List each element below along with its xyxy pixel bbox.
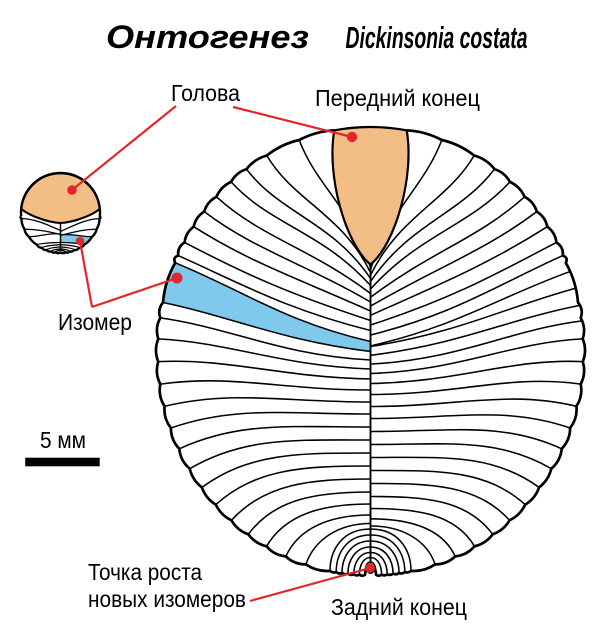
svg-text:Dickinsonia costata: Dickinsonia costata — [346, 20, 528, 55]
svg-text:5 мм: 5 мм — [40, 427, 86, 453]
svg-text:новых изомеров: новых изомеров — [88, 586, 246, 612]
svg-text:Точка роста: Точка роста — [88, 559, 202, 585]
svg-text:Задний конец: Задний конец — [331, 594, 467, 620]
svg-text:Голова: Голова — [171, 80, 240, 106]
svg-text:Передний конец: Передний конец — [315, 85, 480, 111]
svg-text:Изомер: Изомер — [58, 309, 132, 335]
svg-text:Онтогенез: Онтогенез — [106, 19, 309, 55]
